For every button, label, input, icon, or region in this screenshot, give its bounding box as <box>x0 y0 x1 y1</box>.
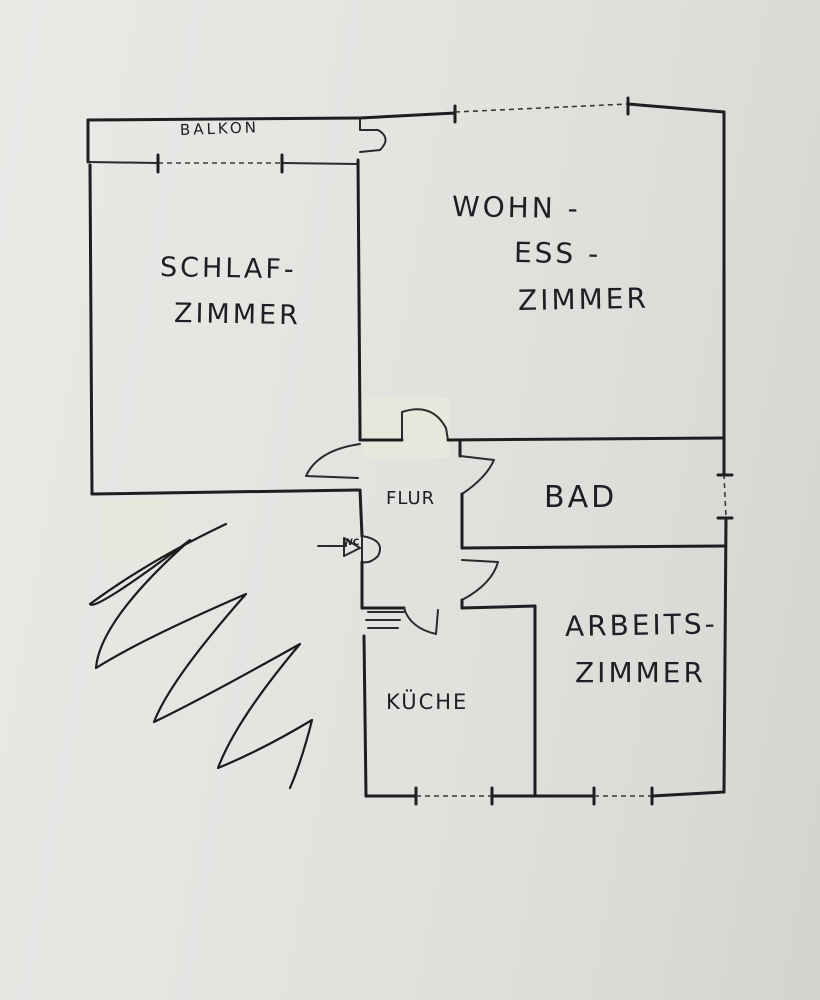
balcony-top-wall <box>86 116 362 122</box>
bedroom-door-swing <box>305 443 361 479</box>
bath-window <box>723 473 727 519</box>
room-label-bedroom-line1: SCHLAF- <box>159 252 297 286</box>
room-label-living-line2: ESS - <box>513 236 602 271</box>
room-label-study-line2: ZIMMER <box>575 656 706 689</box>
living-top-wall-right <box>626 102 726 114</box>
tape-strip-hall <box>362 398 450 458</box>
right-wall-lower <box>722 516 728 794</box>
study-door-swing <box>461 559 499 601</box>
bedroom-left-wall <box>88 163 94 496</box>
bedroom-bottom-wall <box>90 488 360 496</box>
entrance-arrow-head <box>343 537 361 557</box>
living-window <box>454 103 629 113</box>
bath-door-swing <box>459 455 495 495</box>
tape-strip-left <box>100 500 170 560</box>
room-label-living-line3: ZIMMER <box>517 281 650 317</box>
bath-bottom-wall <box>460 544 726 550</box>
room-label-living-line1: WOHN - <box>451 190 582 226</box>
entrance-door-swing <box>361 535 381 564</box>
scribble-marking <box>88 522 314 790</box>
bottom-wall-right <box>650 790 726 798</box>
room-label-kitchen: KÜCHE <box>386 690 469 714</box>
living-door-swing <box>401 408 449 441</box>
hall-left-wall <box>358 488 364 538</box>
balcony-door-swing <box>359 117 387 153</box>
living-bath-wall <box>446 436 724 442</box>
kitchen-left-wall <box>362 634 368 798</box>
room-label-balcony: BALKON <box>179 118 260 139</box>
kitchen-top-wall <box>460 604 537 610</box>
entrance-label-wc: WC <box>343 538 360 548</box>
wc-hatching <box>365 611 405 629</box>
room-label-study-line1: ARBEITS- <box>564 607 719 643</box>
living-top-wall-left <box>358 111 457 120</box>
bedroom-living-wall <box>356 158 362 432</box>
balcony-rail-left <box>87 161 159 164</box>
balcony-rail-right <box>281 162 359 165</box>
kitchen-door-swing <box>403 607 439 635</box>
room-label-bedroom-line2: ZIMMER <box>173 298 302 332</box>
room-label-bath: BAD <box>544 480 618 515</box>
room-label-hall: FLUR <box>386 488 436 509</box>
